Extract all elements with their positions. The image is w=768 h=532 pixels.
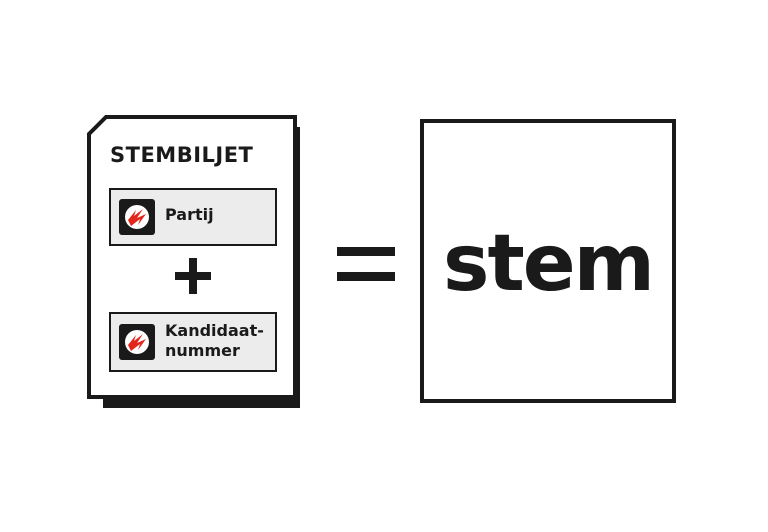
party-label: Partij: [165, 205, 214, 224]
equals-icon: [337, 247, 395, 281]
plus-icon: [175, 258, 211, 294]
candidate-number-label: Kandidaat- nummer: [165, 321, 264, 360]
ballot-title: STEMBILJET: [110, 143, 254, 167]
result-word: stem: [443, 219, 655, 309]
candidate-number-field: Kandidaat- nummer: [109, 312, 277, 372]
party-logo-icon: [119, 199, 155, 235]
result-box: stem: [420, 119, 676, 403]
party-logo-icon: [119, 324, 155, 360]
party-field: Partij: [109, 188, 277, 246]
